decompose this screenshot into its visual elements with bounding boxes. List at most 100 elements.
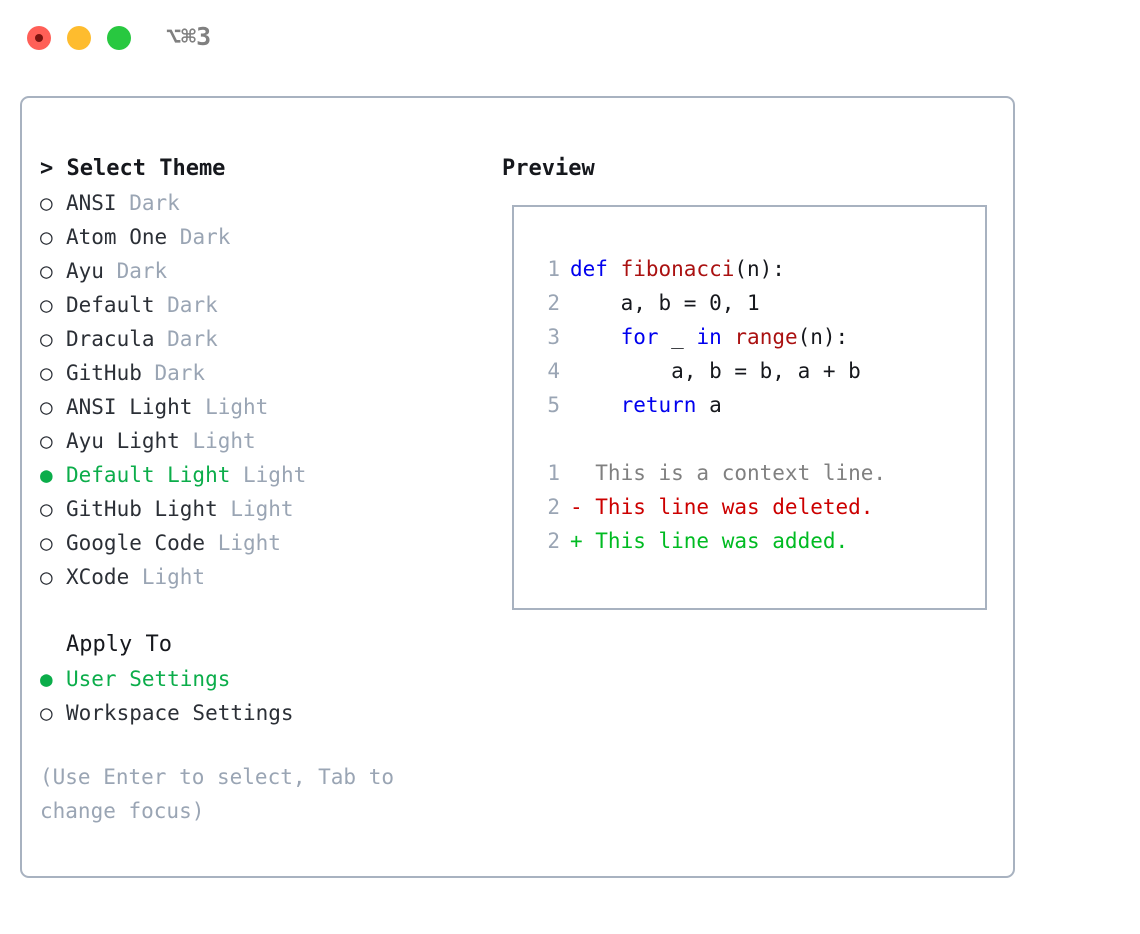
theme-option-xcode[interactable]: ○ XCode Light [40, 560, 490, 594]
theme-option-label: GitHub Light [66, 497, 218, 521]
theme-option-label: Atom One [66, 225, 168, 249]
minimize-button[interactable] [67, 26, 91, 50]
code-token: def [570, 257, 621, 281]
theme-option-tag: Dark [154, 327, 218, 351]
theme-option-tag: Light [192, 395, 269, 419]
diff-line-text: - This line was deleted. [570, 495, 874, 519]
zoom-button[interactable] [107, 26, 131, 50]
diff-line-add: 2+ This line was added. [532, 524, 886, 558]
theme-option-label: Ayu [66, 259, 104, 283]
radio-unselected-icon: ○ [40, 361, 53, 385]
code-line-number: 3 [547, 325, 560, 349]
diff-line-number: 2 [547, 529, 560, 553]
diff-line-del: 2 - This line was deleted. [532, 490, 886, 524]
code-line-number: 1 [547, 257, 560, 281]
theme-option-tag: Dark [116, 191, 180, 215]
code-token: return [620, 393, 697, 417]
theme-option-default-light[interactable]: ● Default Light Light [40, 458, 490, 492]
code-line-number: 2 [547, 291, 560, 315]
theme-option-default[interactable]: ○Default Dark [40, 288, 490, 322]
apply-to-header: Apply To [66, 632, 172, 657]
radio-unselected-icon: ○ [40, 497, 53, 521]
radio-selected-icon: ● [40, 667, 53, 691]
close-button[interactable] [27, 26, 51, 50]
diff-line-ctx: 1 This is a context line. [532, 456, 886, 490]
radio-unselected-icon: ○ [40, 327, 53, 351]
theme-option-label: ANSI [66, 191, 117, 215]
theme-option-label: Google Code [66, 531, 206, 555]
theme-option-tag: Light [217, 497, 294, 521]
radio-selected-icon: ● [40, 463, 53, 487]
theme-option-ansi[interactable]: ○ ANSI Dark [40, 186, 490, 220]
theme-option-tag: Light [129, 565, 206, 589]
theme-option-label: Ayu Light [66, 429, 180, 453]
theme-option-label: ANSI Light [66, 395, 193, 419]
radio-unselected-icon: ○ [40, 259, 53, 283]
theme-option-ansi-light[interactable]: ○ ANSI Light Light [40, 390, 490, 424]
apply-to-option-label: Workspace Settings [66, 701, 294, 725]
radio-unselected-icon: ○ [40, 531, 53, 555]
window-titlebar: ⌥⌘3 [0, 0, 1140, 76]
theme-option-label: XCode [66, 565, 130, 589]
theme-option-google-code[interactable]: ○ Google Code Light [40, 526, 490, 560]
radio-unselected-icon: ○ [40, 701, 53, 725]
code-token: _ [658, 325, 697, 349]
code-token: for [620, 325, 659, 349]
theme-option-tag: Dark [141, 361, 206, 385]
theme-option-dracula[interactable]: ○ Dracula Dark [40, 322, 490, 356]
diff-line-text: This is a context line. [570, 461, 887, 485]
diff-line-number: 1 [547, 461, 560, 485]
code-token [570, 393, 621, 417]
preview-title: Preview [502, 156, 595, 181]
code-line: 2 a, b = 0, 1 [532, 286, 886, 320]
code-token: a [696, 393, 722, 417]
theme-option-tag: Dark [103, 259, 168, 283]
apply-to-list[interactable]: ● User Settings ○ Workspace Settings [40, 662, 490, 730]
select-theme-header: > Select Theme [40, 156, 226, 181]
radio-unselected-icon: ○ [40, 395, 53, 419]
theme-picker-panel: > Select Theme ○ANSI Dark○Atom One Dark○… [20, 96, 1015, 878]
radio-unselected-icon: ○ [40, 293, 53, 317]
code-token: (n): [734, 257, 785, 281]
apply-to-option-label: User Settings [66, 667, 231, 691]
apply-to-option-workspace-settings[interactable]: ○ Workspace Settings [40, 696, 490, 730]
theme-option-github[interactable]: ○ GitHub Dark [40, 356, 490, 390]
theme-option-label: Dracula [66, 327, 155, 351]
theme-option-ayu-light[interactable]: ○ Ayu Light Light [40, 424, 490, 458]
code-blank-line [532, 422, 886, 456]
radio-unselected-icon: ○ [40, 565, 53, 589]
code-token: range [734, 325, 798, 349]
theme-option-github-light[interactable]: ○ GitHub Light Light [40, 492, 490, 526]
theme-list-column: > Select Theme ○ANSI Dark○Atom One Dark○… [40, 152, 490, 828]
code-token [570, 325, 621, 349]
code-line-number: 5 [547, 393, 560, 417]
theme-option-tag: Light [179, 429, 256, 453]
theme-option-label: Default Light [66, 463, 231, 487]
code-line: 3 for _ in range(n): [532, 320, 886, 354]
theme-option-label: GitHub [66, 361, 142, 385]
theme-option-tag: Light [205, 531, 281, 555]
code-token: a, b = b, a + b [570, 359, 861, 383]
radio-unselected-icon: ○ [40, 225, 53, 249]
radio-unselected-icon: ○ [40, 429, 53, 453]
list-spacer [40, 594, 490, 628]
code-line: 4 a, b = b, a + b [532, 354, 886, 388]
radio-unselected-icon: ○ [40, 191, 53, 215]
code-token: in [696, 325, 722, 349]
theme-option-ayu[interactable]: ○ Ayu Dark [40, 254, 490, 288]
theme-list[interactable]: ○ ANSI Dark ○ Atom One Dark ○ Ayu Dark ○ Defaul… [40, 186, 490, 594]
theme-option-tag: Light [230, 463, 307, 487]
code-token: (n): [797, 325, 849, 349]
keyboard-shortcut-label: ⌥⌘3 [166, 22, 212, 51]
apply-to-option-user-settings[interactable]: ● User Settings [40, 662, 490, 696]
theme-option-atom-one[interactable]: ○ Atom One Dark [40, 220, 490, 254]
theme-option-tag: Dark [167, 225, 231, 249]
diff-line-number: 2 [547, 495, 560, 519]
code-line: 5 return a [532, 388, 886, 422]
theme-option-label: Default [66, 293, 155, 317]
keyboard-hint-text: (Use Enter to select, Tab to change focu… [40, 765, 395, 823]
